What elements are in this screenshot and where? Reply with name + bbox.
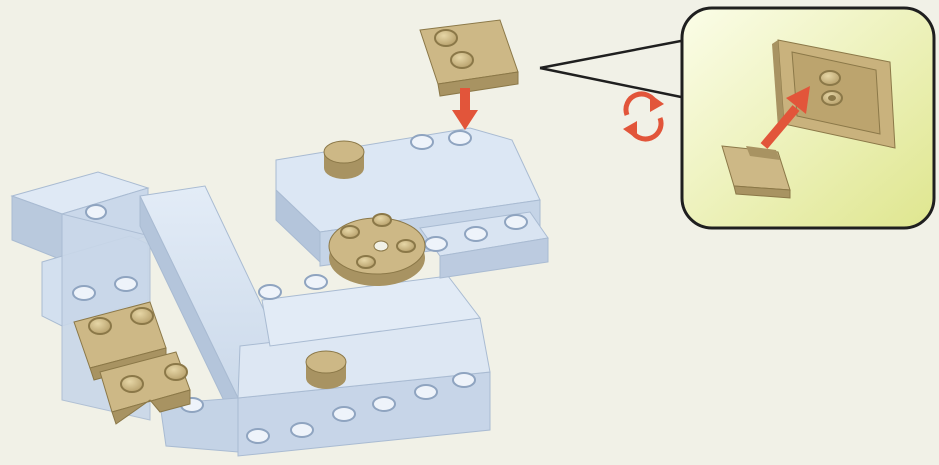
bottom-row-bricks (238, 276, 490, 456)
floating-tan-plate (420, 20, 518, 96)
callout-box (682, 8, 934, 228)
down-arrow-icon (452, 88, 478, 130)
main-assembly (12, 128, 548, 456)
rotate-icon (623, 94, 664, 139)
callout-pointer (540, 40, 686, 98)
